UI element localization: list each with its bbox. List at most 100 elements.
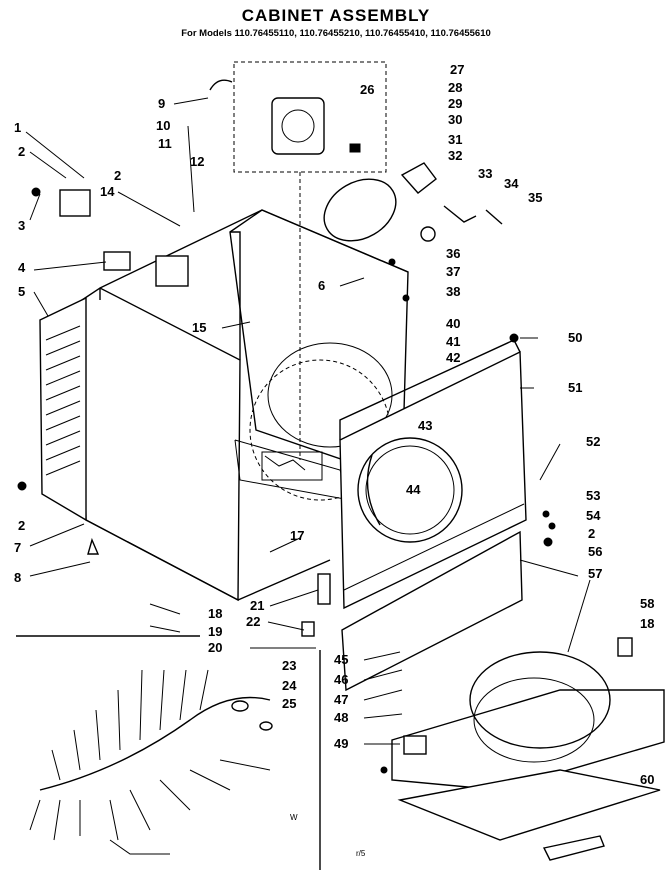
callout-17: 17 bbox=[290, 528, 304, 543]
idler-pulley-parts bbox=[388, 162, 503, 302]
harness-tail bbox=[109, 839, 170, 855]
thermostat bbox=[301, 621, 315, 637]
fuse-holder bbox=[317, 573, 331, 605]
door-catch bbox=[617, 637, 633, 657]
fastener-38 bbox=[402, 294, 410, 302]
vent-slots bbox=[45, 325, 81, 476]
callout-37: 37 bbox=[446, 264, 460, 279]
front-panel bbox=[339, 339, 527, 610]
latch-plate bbox=[155, 255, 189, 287]
motor-bracket-detail bbox=[264, 455, 306, 471]
callout-52: 52 bbox=[586, 434, 600, 449]
base-tray bbox=[391, 689, 665, 791]
callout-53: 53 bbox=[586, 488, 600, 503]
callout-10: 10 bbox=[156, 118, 170, 133]
callout-33: 33 bbox=[478, 166, 492, 181]
callout-30: 30 bbox=[448, 112, 462, 127]
callout-2b: 2 bbox=[588, 526, 595, 541]
door-glass bbox=[473, 677, 595, 763]
motor-assembly bbox=[209, 61, 397, 460]
door-handle bbox=[542, 835, 605, 861]
callout-60: 60 bbox=[640, 772, 654, 787]
callout-8: 8 bbox=[14, 570, 21, 585]
callout-50: 50 bbox=[568, 330, 582, 345]
callout-18a: 18 bbox=[208, 606, 222, 621]
callout-54: 54 bbox=[586, 508, 601, 523]
callout-4: 4 bbox=[18, 260, 26, 275]
motor-group-box bbox=[233, 61, 387, 173]
callout-15: 15 bbox=[192, 320, 206, 335]
motor-bracket bbox=[261, 451, 323, 481]
callout-11: 11 bbox=[158, 136, 172, 151]
rear-vent-panel bbox=[39, 296, 87, 522]
callout-27: 27 bbox=[450, 62, 464, 77]
callout-45: 45 bbox=[334, 652, 348, 667]
callout-38: 38 bbox=[446, 284, 460, 299]
harness-main bbox=[39, 696, 271, 791]
callout-51: 51 bbox=[568, 380, 582, 395]
callout-49: 49 bbox=[334, 736, 348, 751]
callout-6: 6 bbox=[318, 278, 325, 293]
harness-leads bbox=[51, 669, 209, 781]
callout-28: 28 bbox=[448, 80, 462, 95]
callout-25: 25 bbox=[282, 696, 296, 711]
top-bracket bbox=[59, 189, 91, 217]
drum-rear-circle bbox=[267, 342, 393, 448]
callout-21: 21 bbox=[250, 598, 264, 613]
callout-34: 34 bbox=[504, 176, 519, 191]
callout-35: 35 bbox=[528, 190, 542, 205]
callout-58: 58 bbox=[640, 596, 654, 611]
callout-20: 20 bbox=[208, 640, 222, 655]
fastener-37 bbox=[388, 258, 396, 266]
callout-23: 23 bbox=[282, 658, 296, 673]
door-switch bbox=[103, 251, 131, 271]
leader-lines bbox=[25, 97, 591, 745]
callout-9: 9 bbox=[158, 96, 165, 111]
vent-panel-plate bbox=[39, 296, 87, 522]
cabinet-side-panel bbox=[81, 287, 241, 602]
wire-clip-24 bbox=[231, 700, 249, 712]
callout-24: 24 bbox=[282, 678, 297, 693]
door-ring bbox=[469, 651, 611, 749]
door-hinge bbox=[403, 735, 427, 755]
callout-56: 56 bbox=[588, 544, 602, 559]
drive-motor bbox=[271, 97, 325, 155]
cabinet-base-edge bbox=[85, 519, 331, 601]
front-panel-lower-edge bbox=[343, 503, 525, 591]
callout-47: 47 bbox=[334, 692, 348, 707]
door-panel bbox=[397, 769, 661, 841]
callout-5: 5 bbox=[18, 284, 25, 299]
idler-arm bbox=[443, 205, 477, 223]
callout-44: 44 bbox=[406, 482, 421, 497]
diagram-title: CABINET ASSEMBLY bbox=[241, 6, 431, 25]
callout-48: 48 bbox=[334, 710, 348, 725]
door-opening bbox=[357, 437, 463, 543]
callout-40: 40 bbox=[446, 316, 460, 331]
callout-41: 41 bbox=[446, 334, 460, 349]
idler-bracket bbox=[400, 162, 437, 194]
leveling-leg bbox=[87, 537, 100, 555]
idler-pulley bbox=[420, 226, 436, 242]
cabinet-back-panel bbox=[229, 209, 409, 481]
callout-2a: 2 bbox=[18, 144, 25, 159]
callout-14: 14 bbox=[100, 184, 115, 199]
door-seal bbox=[366, 454, 381, 526]
hardware bbox=[17, 187, 633, 774]
front-panel-top-edge bbox=[339, 339, 521, 440]
callout-31: 31 bbox=[448, 132, 462, 147]
cabinet-top-edge bbox=[99, 209, 409, 289]
callout-1: 1 bbox=[14, 120, 21, 135]
drive-belt bbox=[323, 178, 397, 242]
callout-19: 19 bbox=[208, 624, 222, 639]
idler-spring bbox=[485, 209, 503, 225]
wire-code-label: W bbox=[290, 813, 298, 822]
callout-29: 29 bbox=[448, 96, 462, 111]
diagram-subtitle: For Models 110.76455110, 110.76455210, 1… bbox=[181, 28, 491, 39]
callout-42: 42 bbox=[446, 350, 460, 365]
page-mark: r/5 bbox=[356, 849, 366, 858]
callout-18b: 18 bbox=[640, 616, 654, 631]
motor-clip bbox=[349, 143, 361, 153]
callout-labels: 1 2 3 4 5 6 7 8 9 10 11 14 15 17 18 19 2… bbox=[14, 62, 654, 787]
